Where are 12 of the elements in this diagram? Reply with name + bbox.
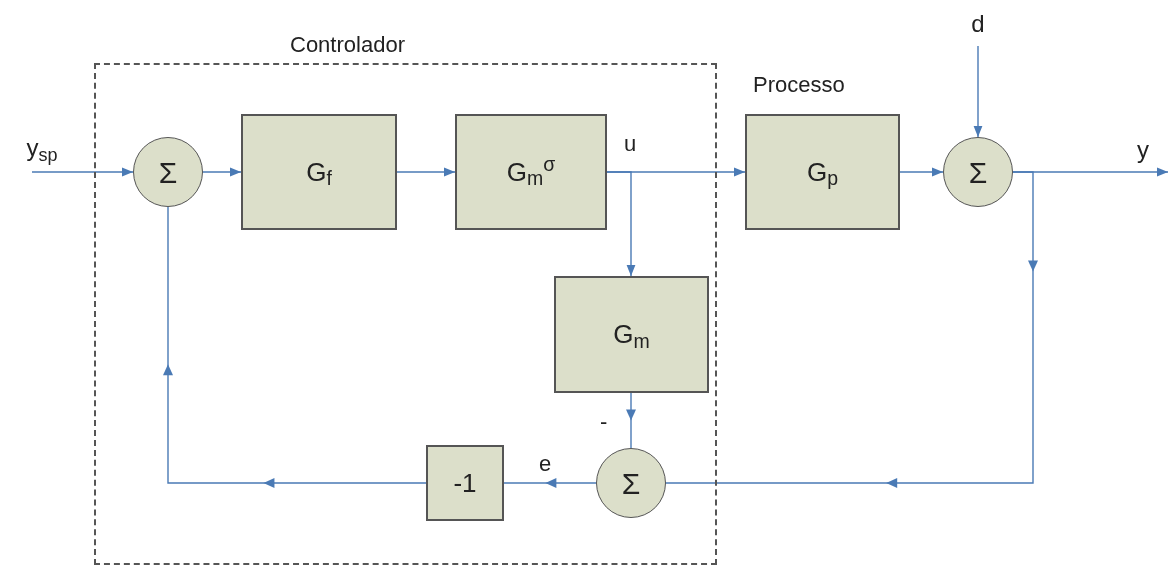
signal-label: y$_{sp}$	[12, 134, 72, 172]
transfer-block: G$_{m}$	[554, 276, 709, 393]
summing-junction: Σ	[596, 448, 666, 518]
transfer-block: G$_{f}$	[241, 114, 397, 230]
summing-junction: Σ	[133, 137, 203, 207]
group-heading: Controlador	[290, 31, 405, 59]
summing-junction: Σ	[943, 137, 1013, 207]
signal-label: y	[1118, 136, 1168, 172]
block-heading: Processo	[752, 71, 846, 99]
transfer-block: -1	[426, 445, 504, 521]
transfer-block: G$_{p}$	[745, 114, 900, 230]
signal-label: d	[966, 10, 990, 46]
